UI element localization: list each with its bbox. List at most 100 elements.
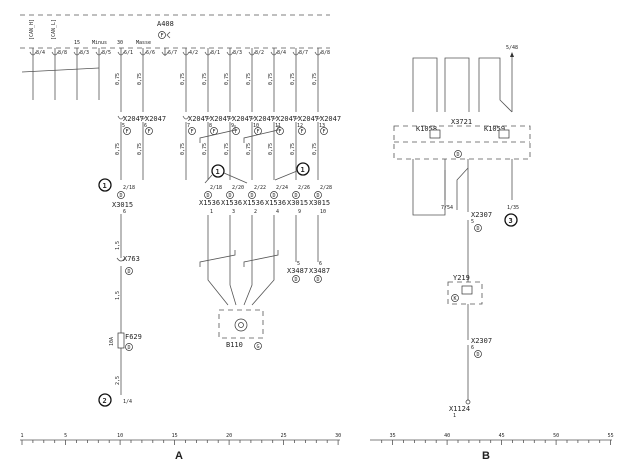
a408-pin: 8/1 bbox=[211, 50, 220, 56]
connector-pin: 1 bbox=[210, 209, 213, 215]
section-a-label: A bbox=[175, 450, 183, 462]
a408-badge: F bbox=[161, 33, 164, 39]
x2047-badge-circle bbox=[232, 127, 240, 135]
f629-label: F629 bbox=[125, 333, 142, 341]
can-bus-line bbox=[21, 67, 100, 73]
x2047-badge: F bbox=[257, 129, 260, 135]
connector-badge-circle bbox=[270, 191, 278, 199]
connector-badge: D bbox=[207, 193, 210, 199]
valve-coil-icon bbox=[461, 285, 473, 295]
x2047-label: X2047 bbox=[298, 115, 319, 123]
wire-label: 0,75 bbox=[224, 73, 230, 85]
ref-1-4: 1/4 bbox=[123, 399, 132, 405]
x2307-pin: 5 bbox=[471, 219, 474, 225]
connector-label: X3015 bbox=[309, 199, 330, 207]
connector-label: X1536 bbox=[243, 199, 264, 207]
wire bbox=[229, 215, 237, 306]
x2047-badge: F bbox=[126, 129, 129, 135]
x2047-label: X2047 bbox=[320, 115, 341, 123]
wire-label: 0,75 bbox=[290, 143, 296, 155]
a408-pin: 6/1 bbox=[124, 50, 133, 56]
marker-2-circle bbox=[98, 393, 112, 407]
connector-pin: 3 bbox=[232, 209, 235, 215]
wire-label: 2,5 bbox=[115, 376, 121, 385]
connector-badge-circle bbox=[117, 191, 125, 199]
x2047-badge: F bbox=[191, 129, 194, 135]
x2307-badge-circle bbox=[474, 224, 482, 232]
marker-3: 3 bbox=[509, 217, 513, 225]
x2047-badge-circle bbox=[298, 127, 306, 135]
relay-section: 5/48 K1058 X3721 K1059 D 7/54 1/35 3 X23… bbox=[393, 45, 531, 419]
marker-1-circle bbox=[98, 178, 112, 192]
wire bbox=[251, 215, 275, 306]
ruler-tick-label: 15 bbox=[172, 433, 178, 439]
a408-badge-circle bbox=[158, 31, 166, 39]
x2047-pin: 12 bbox=[297, 123, 303, 129]
connector-label: X1536 bbox=[199, 199, 220, 207]
ruler-tick-label: 50 bbox=[553, 433, 559, 439]
marker-1: 1 bbox=[301, 166, 305, 174]
ruler-tick-label: 1 bbox=[21, 433, 24, 439]
x2047-pin: 8 bbox=[209, 123, 212, 129]
connector-label: X1536 bbox=[265, 199, 286, 207]
connector-badge: D bbox=[295, 193, 298, 199]
x2047-pin: 7 bbox=[187, 123, 190, 129]
ruler-tick-label: 45 bbox=[499, 433, 505, 439]
a408-pin: 8/3 bbox=[80, 50, 89, 56]
x2047-label: X2047 bbox=[232, 115, 253, 123]
connector-icon bbox=[248, 115, 256, 120]
ref-label: 2/18 bbox=[210, 185, 222, 191]
relay-coil-k1059 bbox=[498, 129, 510, 139]
shield-bracket bbox=[243, 250, 279, 267]
bus-label-can-h: [CAN_H] bbox=[29, 19, 35, 40]
x3721-badge: D bbox=[457, 152, 460, 158]
wire-label: 0,75 bbox=[290, 73, 296, 85]
x2047-label: X2047 bbox=[123, 115, 144, 123]
x2047-pin: 13 bbox=[319, 123, 325, 129]
connector-badge: D bbox=[273, 193, 276, 199]
f629-badge-circle bbox=[125, 343, 133, 351]
ref-label: 2/26 bbox=[298, 185, 310, 191]
ruler-tick-label: 5 bbox=[64, 433, 67, 439]
wire-label: 0,75 bbox=[180, 143, 186, 155]
connector-icon bbox=[166, 31, 171, 39]
x2307-badge: D bbox=[477, 226, 480, 232]
connector-badge: D bbox=[120, 193, 123, 199]
x2307-badge: D bbox=[477, 352, 480, 358]
x2047-pin: 6 bbox=[144, 123, 147, 129]
x3487-pin: 6 bbox=[319, 261, 322, 267]
ref-label: 2/18 bbox=[123, 185, 135, 191]
b110-badge: G bbox=[257, 344, 260, 350]
marker-1-circle bbox=[211, 164, 225, 178]
x2047-badge: F bbox=[235, 129, 238, 135]
wire-label: 0,75 bbox=[312, 73, 318, 85]
connector-label: X3015 bbox=[287, 199, 308, 207]
a408-pin: 8/2 bbox=[255, 50, 264, 56]
a408-pin: 8/3 bbox=[233, 50, 242, 56]
wire bbox=[456, 159, 469, 210]
a408-pin: 8/8 bbox=[58, 50, 67, 56]
bus-label-can-l: [CAN_L] bbox=[51, 19, 57, 40]
connector-badge-circle bbox=[248, 191, 256, 199]
x2047-pin: 5 bbox=[122, 123, 125, 129]
marker-2: 2 bbox=[103, 397, 107, 405]
shield-bracket bbox=[199, 125, 236, 143]
valve-y219-box bbox=[447, 281, 483, 305]
connector-label: X3015 bbox=[112, 201, 133, 209]
ref-5-48: 5/48 bbox=[506, 45, 518, 51]
connector-icon bbox=[204, 115, 212, 120]
a408-pin: 8/4 bbox=[277, 50, 286, 56]
bus-label-masse: Masse bbox=[136, 40, 151, 46]
ref-label: 2/22 bbox=[254, 185, 266, 191]
x2047-label: X2047 bbox=[276, 115, 297, 123]
wire-label: 0,75 bbox=[137, 143, 143, 155]
relay-coil-k1058 bbox=[429, 129, 441, 139]
ruler-tick-label: 20 bbox=[226, 433, 232, 439]
x2047-badge: F bbox=[279, 129, 282, 135]
x763-badge-circle bbox=[125, 267, 133, 275]
a408-pin: 6/6 bbox=[146, 50, 155, 56]
f629-value: 10A bbox=[109, 337, 115, 346]
wire bbox=[412, 57, 438, 112]
marker-1: 1 bbox=[103, 182, 107, 190]
